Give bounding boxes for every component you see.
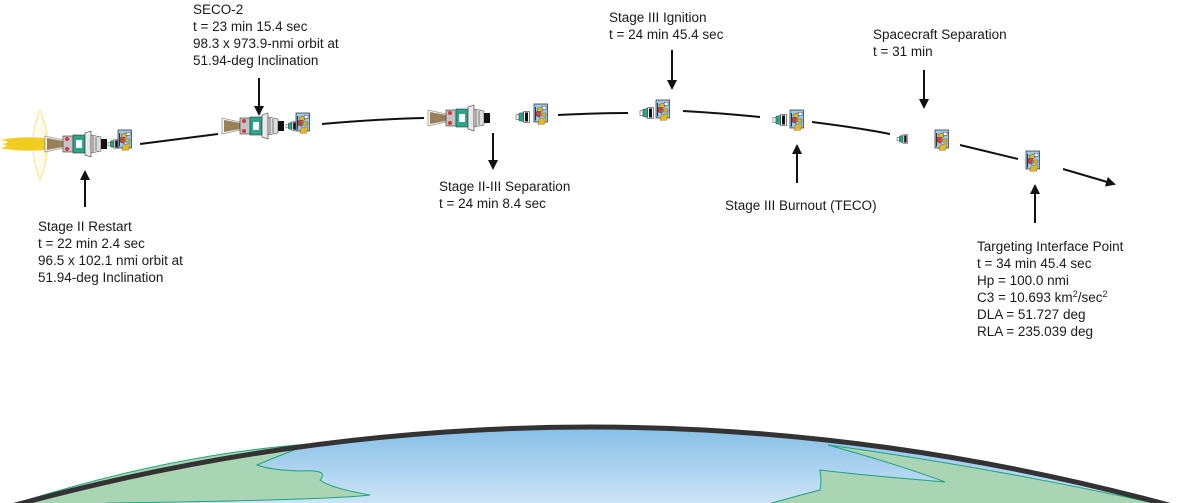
event-time: t = 23 min 15.4 sec (193, 19, 308, 34)
vehicle-stage-iii-burnout (772, 109, 804, 131)
event-time: t = 24 min 45.4 sec (609, 27, 724, 42)
label-targeting-interface-point: Targeting Interface Point t = 34 min 45.… (977, 238, 1123, 340)
trajectory-direction-arrow (1062, 168, 1116, 187)
label-spacecraft-separation: Spacecraft Separation t = 31 min (873, 26, 1007, 60)
trajectory-segment (682, 110, 761, 118)
vehicle-stage-ii-burning (0, 108, 132, 182)
event-orbit: 98.3 x 973.9-nmi orbit at (193, 36, 339, 51)
event-title: SECO-2 (193, 2, 244, 17)
event-title: Stage III Ignition (609, 10, 707, 25)
trajectory-segment (139, 133, 219, 145)
event-time: t = 24 min 8.4 sec (439, 196, 546, 211)
label-stage-ii-restart: Stage II Restart t = 22 min 2.4 sec 96.5… (38, 218, 183, 286)
perigee-altitude: Hp = 100.0 nmi (977, 273, 1069, 288)
earth-rim (13, 424, 1171, 503)
event-time: t = 31 min (873, 44, 933, 59)
declination-dla: DLA = 51.727 deg (977, 307, 1086, 322)
trajectory-segment (959, 144, 1019, 160)
event-title: Stage III Burnout (TECO) (725, 198, 877, 213)
vehicle-spent-stage-iii (896, 134, 909, 144)
vehicle-stage-ii-separated (427, 104, 491, 132)
c3-energy: C3 = 10.693 km2/sec2 (977, 289, 1108, 306)
exhaust-plume-icon (0, 137, 45, 151)
label-stage-iii-burnout: Stage III Burnout (TECO) (725, 197, 877, 214)
label-seco-2: SECO-2 t = 23 min 15.4 sec 98.3 x 973.9-… (193, 1, 339, 69)
vehicle-stage-iii-ignition (639, 99, 670, 121)
event-title: Stage II-III Separation (439, 179, 571, 194)
right-ascension-rla: RLA = 235.039 deg (977, 324, 1093, 339)
event-inclination: 51.94-deg Inclination (193, 53, 319, 68)
event-inclination: 51.94-deg Inclination (38, 270, 164, 285)
spacecraft-separated (934, 129, 949, 151)
vehicle-seco-2 (221, 112, 310, 140)
trajectory-segment (321, 117, 425, 125)
event-orbit: 96.5 x 102.1 nmi orbit at (38, 253, 183, 268)
trajectory-segment (557, 112, 629, 116)
trajectory-path (139, 110, 1116, 187)
event-title: Targeting Interface Point (977, 239, 1124, 254)
earth-land-right (770, 444, 1157, 503)
spacecraft-at-tip (1025, 150, 1040, 172)
label-stage-ii-iii-separation: Stage II-III Separation t = 24 min 8.4 s… (439, 178, 570, 212)
event-time: t = 22 min 2.4 sec (38, 236, 145, 251)
label-stage-iii-ignition: Stage III Ignition t = 24 min 45.4 sec (609, 9, 723, 43)
vehicle-stage-iii-coasting (515, 103, 548, 125)
earth-land-left (16, 443, 371, 503)
event-time: t = 34 min 45.4 sec (977, 256, 1092, 271)
event-title: Stage II Restart (38, 219, 132, 234)
event-title: Spacecraft Separation (873, 27, 1007, 42)
trajectory-segment (811, 121, 891, 135)
earth-horizon (13, 424, 1171, 503)
